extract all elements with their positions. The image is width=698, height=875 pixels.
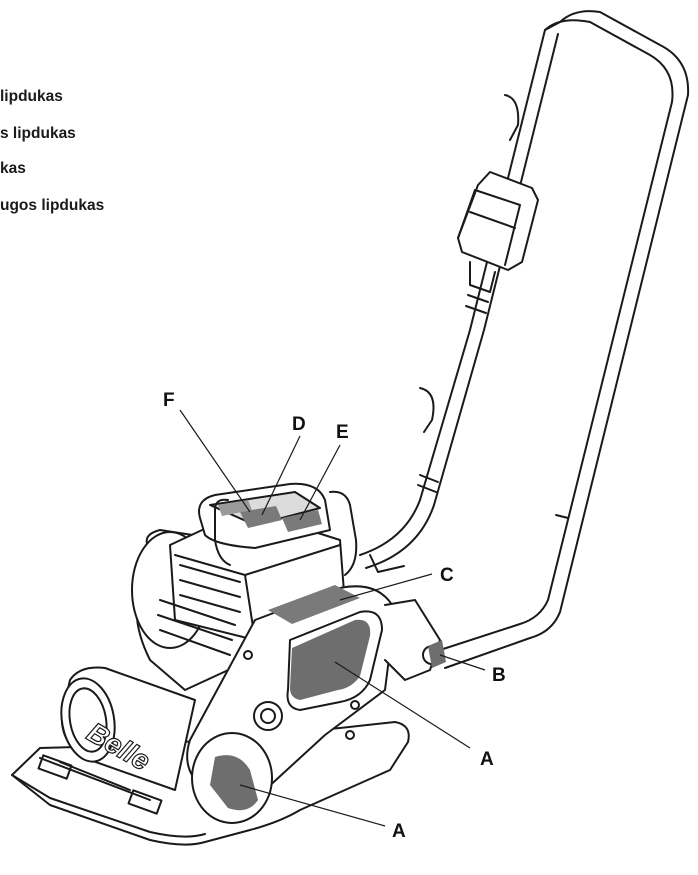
legend-item-1: lipdukas xyxy=(0,88,63,105)
legend-item-3: kas xyxy=(0,160,26,177)
decal-b xyxy=(428,640,446,668)
label-d: D xyxy=(292,414,306,435)
decal-a-slot xyxy=(290,619,371,700)
label-e: E xyxy=(336,422,349,443)
decal-c xyxy=(268,585,360,624)
decal-a-circle xyxy=(210,755,258,811)
decal-shapes xyxy=(210,500,446,811)
label-b: B xyxy=(492,665,506,686)
decal-e xyxy=(282,510,322,532)
exciter-housing xyxy=(60,666,196,791)
roll-cage xyxy=(214,490,358,576)
label-a-lower: A xyxy=(392,821,406,842)
label-f: F xyxy=(163,390,175,411)
decal-d xyxy=(240,506,282,528)
legend-item-2: s lipdukas xyxy=(0,125,76,142)
label-c: C xyxy=(440,565,454,586)
legend-item-4: ugos lipdukas xyxy=(0,197,105,214)
leader-lines xyxy=(179,409,486,827)
handle xyxy=(359,10,690,669)
throttle-box xyxy=(417,171,539,493)
label-a-upper: A xyxy=(480,749,494,770)
decal-f xyxy=(218,500,252,516)
decal-legend: lipdukas s lipdukas kas ugos lipdukas xyxy=(0,0,260,240)
